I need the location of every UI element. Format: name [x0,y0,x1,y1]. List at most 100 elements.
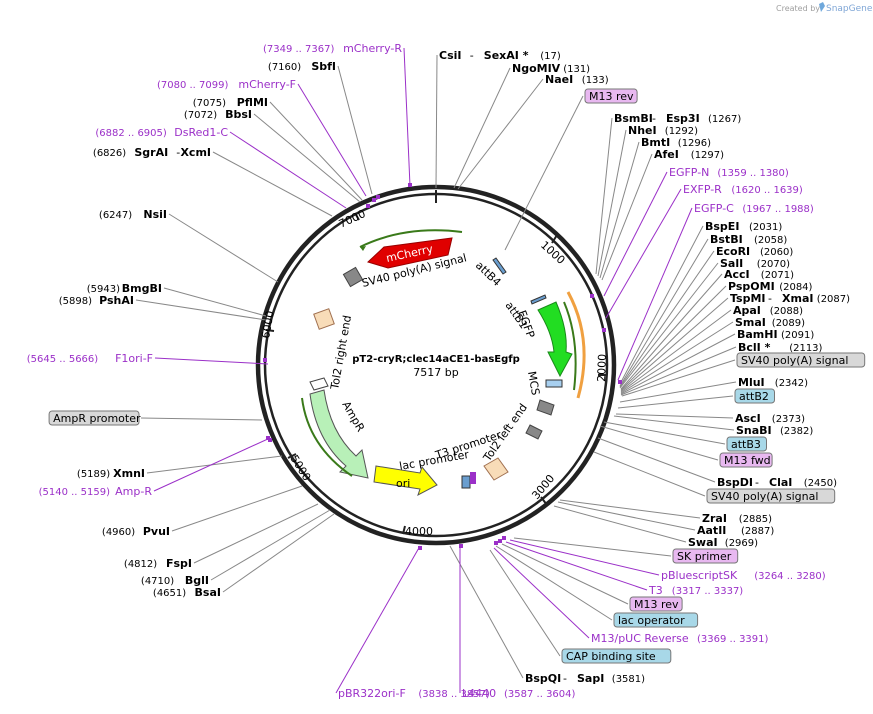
site-position: (6247) [99,210,132,221]
credit-prefix: Created by [776,4,820,13]
leader-line [605,188,682,319]
leader-line [597,129,627,277]
leader-line [168,213,279,283]
feature-box[interactable] [672,548,739,564]
feature-attb4[interactable] [492,257,507,275]
primer-label: pBR322ori-F [338,687,406,700]
leader-line [620,309,732,393]
feature-t3-block[interactable] [470,472,476,484]
leader-line [171,485,303,532]
restriction-site-label: EcoRI [716,245,750,258]
leader-line [504,95,584,251]
site-position: (4960) [102,527,135,538]
leader-line [603,171,668,297]
feature-box-label: CAP binding site [566,650,656,663]
site-position: (2088) [770,306,803,317]
leader-line [620,285,727,391]
feature-box[interactable] [734,388,775,404]
restriction-site-label: Esp3I [666,112,700,125]
leader-line [453,67,511,189]
restriction-site-label: ZraI [702,512,727,525]
feature-sv40-right-block[interactable] [536,399,555,416]
feature-attb1[interactable] [530,294,547,305]
leader-line [615,413,734,419]
ampr-orf-arrow [301,397,353,477]
leader-line [493,547,590,639]
restriction-site-label: BmgBI [122,282,162,295]
site-position: (7072) [184,110,217,121]
leader-line [619,238,709,387]
site-position: (2071) [761,270,794,281]
leader-line [619,381,737,403]
restriction-site-label: BspDI [717,476,753,489]
feature-ampr[interactable] [309,389,369,479]
site-position: (5189) [77,469,110,480]
primer-site-mark [602,328,606,332]
feature-box[interactable] [48,410,140,426]
leader-line [621,359,736,397]
tick-label: 4000 [405,525,433,538]
primer-position: (3587 .. 3604) [504,689,576,700]
feature-lac-block[interactable] [461,475,471,489]
feature-box[interactable] [584,88,638,104]
restriction-site-label: TspMI [730,292,766,305]
site-position: (131) [563,64,590,75]
site-position: (4710) [141,576,174,587]
restriction-site-label: SnaBI [736,424,772,437]
feature-box[interactable] [561,648,672,664]
site-position: (2070) [757,259,790,270]
restriction-site-label: XcmI [180,146,211,159]
primer-site-mark [418,546,422,550]
restriction-site-label: AatII [697,524,726,537]
primer-label: DsRed1-C [174,126,228,139]
leader-line [620,346,737,396]
leader-line [457,78,544,190]
credit-brand[interactable]: SnapGene [826,4,873,14]
feature-box[interactable] [706,488,836,504]
restriction-site-label: PflMI [237,96,268,109]
tick-label: 2000 [595,354,609,382]
plasmid-length: 7517 bp [413,366,458,379]
feature-sv40-top-block[interactable] [342,266,364,288]
restriction-site-label: BglI [185,574,209,587]
restriction-site-label: FspI [166,557,192,570]
leader-line [509,539,660,576]
primer-position: (1620 .. 1639) [731,185,803,196]
primer-label: L4440 [462,687,496,700]
feature-mcherry[interactable]: mCherry [367,237,453,269]
feature-box[interactable] [613,612,699,628]
restriction-site-label: PspOMI [728,280,775,293]
restriction-site-label: NgoMIV [512,62,561,75]
feature-tol2-right-block[interactable] [313,308,335,330]
primer-position: (7349 .. 7367) [263,44,335,55]
leader-line [210,509,331,581]
site-position: (4651) [153,588,186,599]
feature-box-label: M13 rev [589,90,634,103]
site-position: (6826) [93,148,126,159]
feature-mcs[interactable] [545,379,563,388]
feature-box[interactable] [719,452,773,468]
leader-line [617,207,693,381]
restriction-site-label: PvuI [143,525,170,538]
primer-position: (7080 .. 7099) [157,80,229,91]
restriction-site-label: XmnI [113,467,145,480]
site-position: (2091) [781,330,814,341]
site-separator: - [652,112,656,125]
feature-ori[interactable]: ori [373,465,438,497]
leader-line [513,537,672,557]
feature-egfp[interactable] [537,301,573,378]
feature-box[interactable] [726,436,767,452]
feature-box[interactable] [629,596,683,612]
tick-label: 6000 [259,310,277,340]
restriction-site-label: SbfI [311,60,336,73]
primer-position: (1359 .. 1380) [717,168,789,179]
restriction-site-label: CsiI [439,49,461,62]
feature-sv40-right-block-2[interactable] [525,424,543,440]
feature-tol2-left-block[interactable] [483,457,509,481]
primer-site-mark [372,198,376,202]
feature-ampr-promoter-block[interactable] [309,377,329,391]
feature-box[interactable] [736,352,866,368]
site-separator: - [563,672,567,685]
leader-line [619,250,715,388]
site-position: (4812) [124,559,157,570]
